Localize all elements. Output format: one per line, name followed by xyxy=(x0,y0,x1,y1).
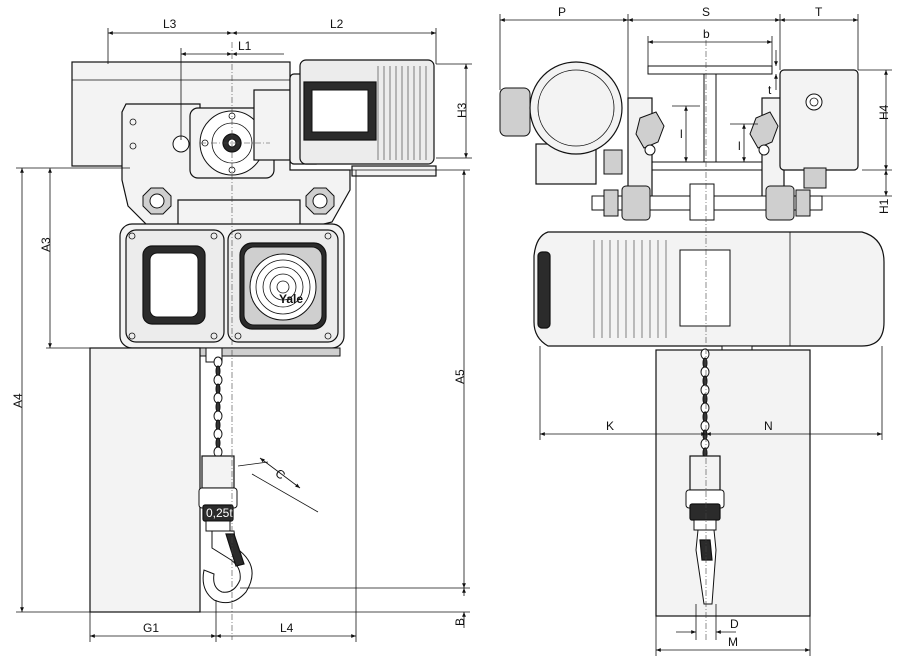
trolley-wheel-right xyxy=(305,187,335,215)
load-chain-front xyxy=(213,356,223,458)
front-view: Yale 0,25t xyxy=(11,17,472,642)
dim-label-H4: H4 xyxy=(877,104,891,120)
trolley-wheel-left xyxy=(142,187,172,215)
bottom-block-front: 0,25t xyxy=(198,455,253,604)
brand-logo: Yale xyxy=(279,292,303,306)
load-hook-front xyxy=(202,530,253,604)
load-capacity-tag: 0,25t xyxy=(206,506,233,520)
hoist-motor-side xyxy=(533,231,885,367)
side-trolley-motor xyxy=(499,61,623,185)
dim-label-K: K xyxy=(606,419,614,433)
dim-label-H1: H1 xyxy=(877,198,891,214)
dim-label-A4: A4 xyxy=(11,393,25,408)
dim-label-G1: G1 xyxy=(143,621,159,635)
dim-label-t: t xyxy=(768,83,772,97)
dim-label-A3: A3 xyxy=(39,237,53,252)
dim-label-L3: L3 xyxy=(163,17,177,31)
dim-label-H3: H3 xyxy=(455,102,469,118)
trolley-brake-box xyxy=(779,69,859,189)
dim-label-L1: L1 xyxy=(238,39,252,53)
rail-foot xyxy=(351,165,437,177)
dim-label-b: b xyxy=(703,27,710,41)
side-view: P S T b t l l H4 H1 K N xyxy=(499,5,892,656)
bottom-block-side xyxy=(685,455,725,605)
dim-label-T: T xyxy=(815,5,823,19)
dim-label-l-right: l xyxy=(738,139,741,153)
dim-label-S: S xyxy=(702,5,710,19)
dim-label-M: M xyxy=(728,635,738,649)
dim-label-l-left: l xyxy=(680,127,683,141)
dim-label-N: N xyxy=(764,419,773,433)
dim-label-L2: L2 xyxy=(330,17,344,31)
chain-container-front xyxy=(89,347,201,613)
dim-label-D: D xyxy=(730,617,739,631)
beam-section xyxy=(647,65,773,171)
trolley-motor xyxy=(253,59,435,165)
trolley-cross-shaft xyxy=(591,183,823,221)
dim-label-B: B xyxy=(453,618,467,626)
dim-label-A5: A5 xyxy=(453,369,467,384)
dim-label-L4: L4 xyxy=(280,621,294,635)
dim-label-C: C xyxy=(273,466,289,483)
chain-container-side xyxy=(655,349,811,617)
dim-label-P: P xyxy=(558,5,566,19)
